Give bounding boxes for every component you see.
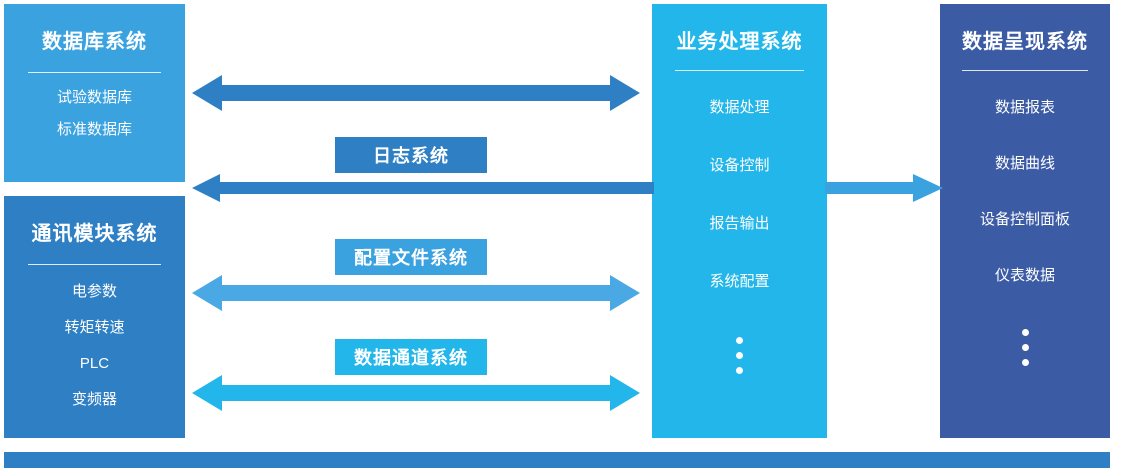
channel-label-config-file-system: 配置文件系统 (335, 239, 487, 275)
divider-line (27, 264, 162, 265)
communication-module-system-box: 通讯模块系统 电参数 转矩转速 PLC 变频器 (4, 196, 185, 438)
channel-label-data-channel-system: 数据通道系统 (335, 339, 487, 375)
business-more-dots-icon (736, 337, 743, 374)
arrow-database-business-bidirectional (192, 72, 640, 114)
divider-line (962, 70, 1088, 71)
business-item-1: 设备控制 (709, 157, 770, 174)
business-item-2: 报告输出 (709, 215, 770, 232)
presentation-item-3: 仪表数据 (994, 267, 1055, 284)
business-processing-system-box: 业务处理系统 数据处理 设备控制 报告输出 系统配置 (652, 4, 827, 438)
divider-line (27, 72, 162, 73)
database-item-1: 标准数据库 (56, 121, 132, 138)
divider-line (674, 70, 805, 71)
communication-item-3: 变频器 (71, 391, 117, 408)
arrow-comm-business-channel-bidirectional (192, 372, 640, 414)
communication-item-2: PLC (79, 355, 110, 372)
bottom-accent-bar (4, 452, 1110, 468)
arrow-business-to-database-log (192, 172, 654, 204)
database-item-0: 试验数据库 (56, 89, 132, 106)
communication-system-title: 通讯模块系统 (31, 223, 158, 245)
channel-label-log-system: 日志系统 (335, 137, 487, 173)
data-presentation-system-box: 数据呈现系统 数据报表 数据曲线 设备控制面板 仪表数据 (940, 4, 1110, 438)
arrow-comm-business-config-bidirectional (192, 272, 640, 314)
business-system-title: 业务处理系统 (676, 31, 803, 53)
communication-item-0: 电参数 (71, 283, 117, 300)
business-item-3: 系统配置 (709, 273, 770, 290)
presentation-item-0: 数据报表 (994, 99, 1055, 116)
presentation-more-dots-icon (1021, 329, 1029, 366)
presentation-system-title: 数据呈现系统 (962, 31, 1088, 53)
business-item-0: 数据处理 (709, 99, 770, 116)
database-system-box: 数据库系统 试验数据库 标准数据库 (4, 4, 185, 182)
database-system-title: 数据库系统 (42, 31, 147, 53)
presentation-item-2: 设备控制面板 (979, 211, 1070, 228)
arrow-business-to-presentation (825, 172, 943, 204)
presentation-item-1: 数据曲线 (994, 155, 1055, 172)
communication-item-1: 转矩转速 (64, 319, 125, 336)
